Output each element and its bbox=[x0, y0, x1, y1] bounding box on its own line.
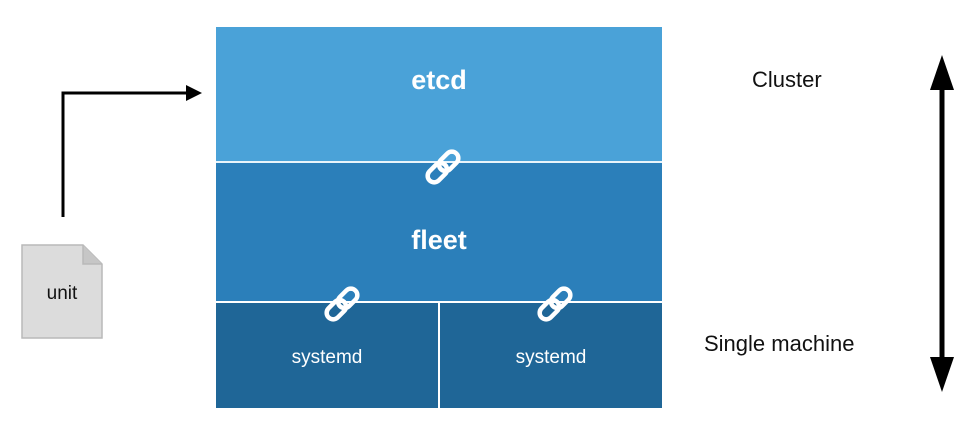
systemd-left-label: systemd bbox=[291, 346, 363, 368]
elbow-arrow-icon bbox=[61, 85, 202, 217]
etcd-layer: etcd bbox=[216, 27, 662, 163]
cluster-label: Cluster bbox=[752, 67, 822, 92]
unit-label: unit bbox=[46, 283, 78, 304]
double-arrow-icon bbox=[930, 55, 954, 392]
single-machine-label: Single machine bbox=[704, 331, 855, 356]
fleet-label: fleet bbox=[411, 224, 467, 255]
systemd-right-label: systemd bbox=[515, 346, 587, 368]
etcd-label: etcd bbox=[411, 64, 467, 95]
fleet-layer: fleet bbox=[216, 163, 662, 301]
document-icon bbox=[21, 244, 103, 339]
systemd-layer-right: systemd bbox=[439, 301, 662, 408]
systemd-layer-left: systemd bbox=[216, 301, 439, 408]
